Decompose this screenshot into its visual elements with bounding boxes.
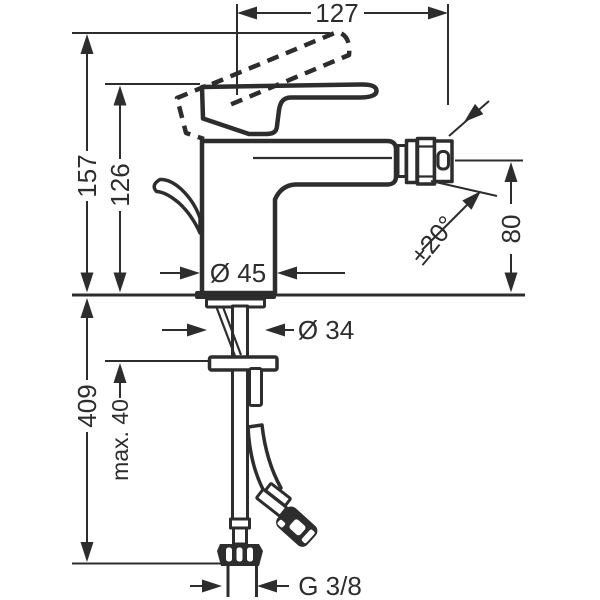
- extension-lines: [72, 32, 525, 565]
- arrow-127-left: [237, 6, 257, 20]
- drain-rod-end: [248, 367, 263, 407]
- arrow-157-top: [80, 34, 94, 54]
- dim-157: 157: [72, 34, 102, 293]
- pipe-below-joint: [232, 526, 248, 546]
- dim-127-label: 127: [315, 0, 358, 28]
- mounting-nut-flange: [207, 355, 279, 372]
- dim-45: Ø 45: [160, 258, 345, 288]
- aerator: [396, 136, 454, 186]
- handle-raised-position-dashed: [211, 29, 352, 109]
- faucet-body: [199, 138, 399, 296]
- dim-34-label: Ø 34: [298, 315, 354, 345]
- arrow-swivel-leader: [462, 191, 481, 210]
- faucet-product: [152, 29, 454, 597]
- dim-126: 126: [105, 85, 135, 293]
- dim-409: 409: [72, 298, 102, 562]
- nut-slot-1: [226, 547, 232, 562]
- flex-hose: [246, 423, 283, 502]
- dim-g38: G 3/8: [190, 571, 362, 600]
- arrow-157-bottom: [80, 272, 94, 293]
- arrow-34-left: [187, 323, 207, 337]
- arrow-409-bottom: [80, 542, 94, 562]
- dim-34: Ø 34: [162, 315, 354, 345]
- arrow-max40: [113, 363, 127, 383]
- arrow-409-top: [80, 298, 94, 318]
- arrow-45-right: [277, 266, 297, 280]
- aerator-slot: [436, 150, 450, 171]
- dim-409-label: 409: [72, 384, 102, 427]
- arrow-80-bottom: [504, 272, 518, 293]
- arrow-swivel-upper: [464, 103, 484, 122]
- drain-rod-diagonal-2: [221, 306, 243, 356]
- arrow-80-top: [504, 162, 518, 182]
- drain-rod-diagonal-1: [214, 305, 237, 357]
- faucet-handle-lever: [199, 82, 379, 137]
- swivel-leader: [421, 204, 468, 251]
- dim-80: 80: [496, 162, 526, 293]
- nut-slot-3: [247, 547, 253, 562]
- dim-127: 127: [236, 0, 449, 105]
- dim-max40: max. 40: [106, 363, 134, 482]
- dim-45-label: Ø 45: [210, 258, 266, 288]
- dim-80-label: 80: [496, 215, 526, 244]
- dim-max40-label: max. 40: [107, 399, 133, 481]
- arrow-127-right: [428, 6, 448, 20]
- arrow-126-bottom: [113, 272, 127, 293]
- nut-slot-2: [236, 547, 243, 562]
- supply-pipe-lower: [231, 368, 249, 522]
- arrow-45-left: [180, 266, 200, 280]
- arrow-g38-right: [257, 579, 277, 593]
- arrow-34-right: [265, 323, 285, 337]
- swivel-line-lower: [430, 180, 498, 197]
- dim-g38-label: G 3/8: [298, 571, 362, 600]
- dim-126-label: 126: [105, 163, 135, 206]
- arrow-g38-left: [202, 579, 222, 593]
- drain-lever: [152, 177, 202, 235]
- handle-raised-base-dashed: [174, 83, 207, 142]
- arrow-126-top: [113, 85, 127, 106]
- hose-end-fitting: [276, 506, 318, 547]
- dim-157-label: 157: [72, 154, 102, 197]
